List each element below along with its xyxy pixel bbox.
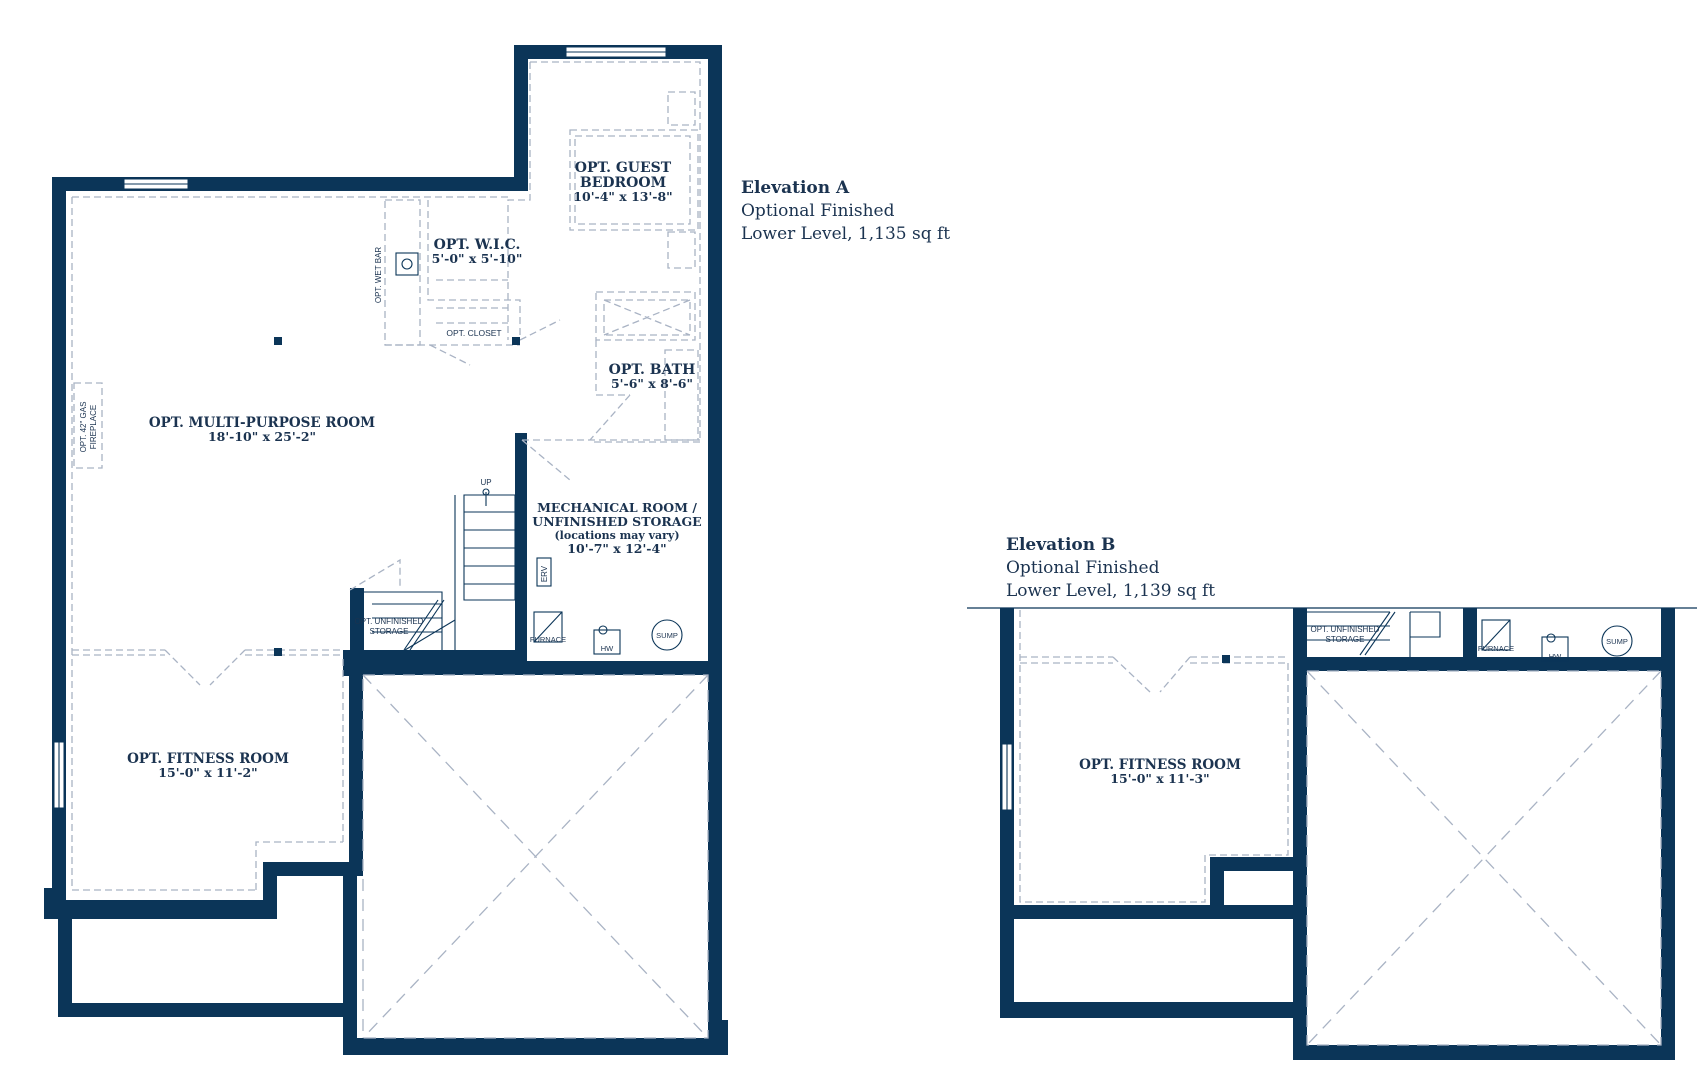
guest-bedroom-dimensions: 10'-4" x 13'-8": [573, 189, 672, 204]
guest-bedroom-label-2: BEDROOM: [580, 175, 666, 191]
closet-label: OPT. CLOSET: [446, 328, 501, 338]
multi-purpose-room-dimensions: 18'-10" x 25'-2": [208, 429, 316, 444]
elevation-b-title: Elevation B: [1006, 535, 1115, 555]
fitness-room-dimensions: 15'-0" x 11'-2": [158, 765, 257, 780]
b-hw-label: HW: [1549, 652, 1562, 661]
b-fitness-room-label: OPT. FITNESS ROOM: [1079, 757, 1241, 773]
elevation-a-subtitle: Optional Finished: [741, 201, 895, 221]
sump-label: SUMP: [656, 631, 678, 640]
b-unfinished-storage-label-2: STORAGE: [1326, 635, 1365, 644]
wet-bar-label: OPT. WET BAR: [374, 247, 383, 304]
mechanical-room-label: MECHANICAL ROOM /: [537, 500, 697, 515]
b-furnace-label: FURNACE: [1478, 644, 1514, 653]
mechanical-room-label-2: UNFINISHED STORAGE: [532, 514, 701, 529]
hw-label: HW: [601, 644, 614, 653]
unfinished-storage-label-2: STORAGE: [370, 627, 409, 636]
fireplace-label: OPT. 42" GAS: [79, 402, 88, 453]
stairs-up-label: UP: [480, 478, 491, 487]
guest-bedroom-label: OPT. GUEST: [575, 160, 672, 176]
wic-dimensions: 5'-0" x 5'-10": [432, 251, 523, 266]
elevation-a-plan: [44, 45, 728, 1055]
b-unfinished-storage-label: OPT. UNFINISHED: [1311, 625, 1380, 634]
unfinished-storage-label: OPT. UNFINISHED: [355, 617, 424, 626]
bath-label: OPT. BATH: [609, 362, 696, 378]
fireplace-label-2: FIREPLACE: [89, 405, 98, 449]
multi-purpose-room-label: OPT. MULTI-PURPOSE ROOM: [149, 415, 375, 431]
furnace-label: FURNACE: [530, 635, 566, 644]
bath-dimensions: 5'-6" x 8'-6": [611, 376, 693, 391]
b-fitness-room-dimensions: 15'-0" x 11'-3": [1110, 771, 1209, 786]
elevation-a-area: Lower Level, 1,135 sq ft: [741, 224, 950, 244]
mechanical-room-note: (locations may vary): [554, 529, 679, 542]
elevation-b-plan: [967, 607, 1697, 1060]
mechanical-room-dimensions: 10'-7" x 12'-4": [567, 541, 666, 556]
fitness-room-label: OPT. FITNESS ROOM: [127, 751, 289, 767]
elevation-b-area: Lower Level, 1,139 sq ft: [1006, 581, 1215, 601]
stairs: [364, 488, 516, 651]
elevation-a-title: Elevation A: [741, 178, 850, 198]
elevation-b-subtitle: Optional Finished: [1006, 558, 1160, 578]
stairs-b: [1300, 611, 1441, 657]
b-sump-label: SUMP: [1606, 637, 1628, 646]
erv-label: ERV: [540, 565, 549, 582]
wic-label: OPT. W.I.C.: [434, 237, 521, 253]
